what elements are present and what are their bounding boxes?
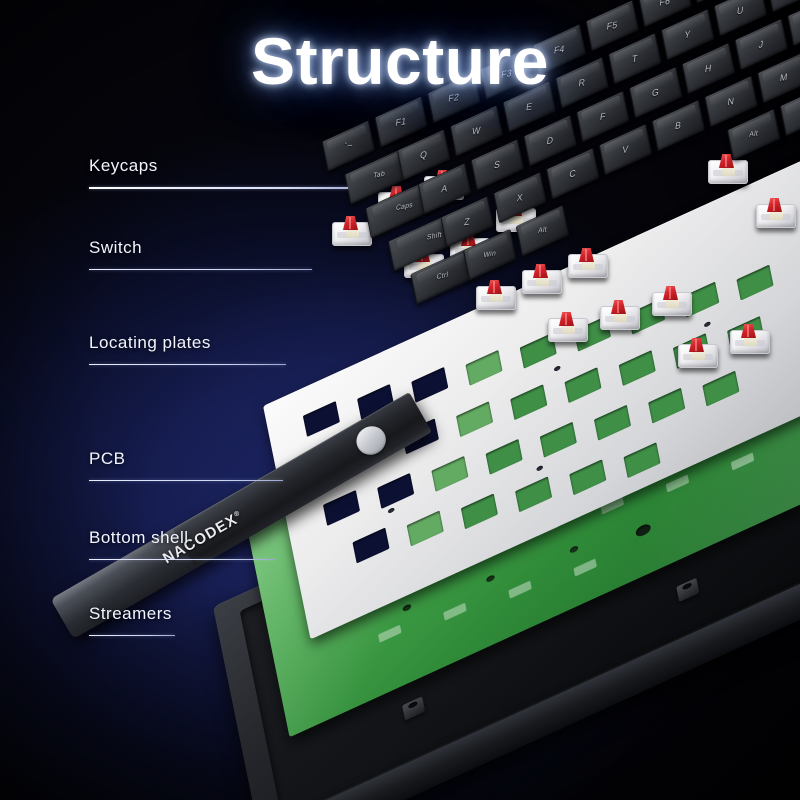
brand-trademark-mark: ® [233,509,243,519]
keycap-alt: Alt [515,204,570,257]
keycap-legend: Fn [782,101,800,120]
keycap-b: B [651,99,705,152]
label-streamers-rule [89,635,175,636]
label-pcb-text: PCB [89,449,126,468]
label-streamers: Streamers [89,604,175,636]
keycap-c: C [545,147,600,200]
keycap-legend: F1 [394,115,408,129]
label-bottom-shell: Bottom shell [89,528,275,560]
keycap-legend: D [546,134,554,147]
keycap-alt: Alt [726,108,781,161]
label-bottom-shell-text: Bottom shell [89,528,189,547]
keycap-legend: X [516,191,524,204]
label-pcb: PCB [89,449,283,481]
keycap-legend: N [727,95,735,108]
keycap-legend: A [440,182,449,195]
keycap-v: V [598,123,653,176]
keycap-legend: B [674,119,682,132]
keycap-legend: Win [483,249,497,260]
keycap-legend: F6 [658,0,671,8]
keycap-legend: Z [463,215,471,228]
label-bottom-shell-rule [89,559,275,560]
label-switch-text: Switch [89,238,143,257]
keycap-legend: U [736,4,745,17]
label-streamers-text: Streamers [89,604,172,623]
label-pcb-rule [89,480,283,481]
keycap-i: I [766,0,800,13]
keycap-legend: E [525,100,533,113]
keycap-legend: Q [419,148,428,161]
keycap-legend: Alt [537,226,548,236]
label-keycaps: Keycaps [89,156,348,189]
label-locating-plates-rule [89,364,286,365]
label-switch: Switch [89,238,312,270]
page-title: Structure [251,24,549,98]
label-keycaps-text: Keycaps [89,156,158,175]
keycap-legend: C [568,167,577,180]
label-keycaps-rule [89,187,348,189]
strap-eyelet-icon [351,420,392,461]
keycap-legend: `~ [343,139,354,152]
keycap-legend: V [621,143,630,156]
label-switch-rule [89,269,312,270]
keycap-legend: W [471,124,482,137]
keycap-legend: Ctrl [436,271,449,282]
keycap-win: Win [462,228,517,281]
keycap-legend: Alt [748,130,759,140]
label-locating-plates: Locating plates [89,333,286,365]
label-locating-plates-text: Locating plates [89,333,211,352]
keycap-legend: F [599,110,607,123]
keycap-legend: S [493,158,501,171]
